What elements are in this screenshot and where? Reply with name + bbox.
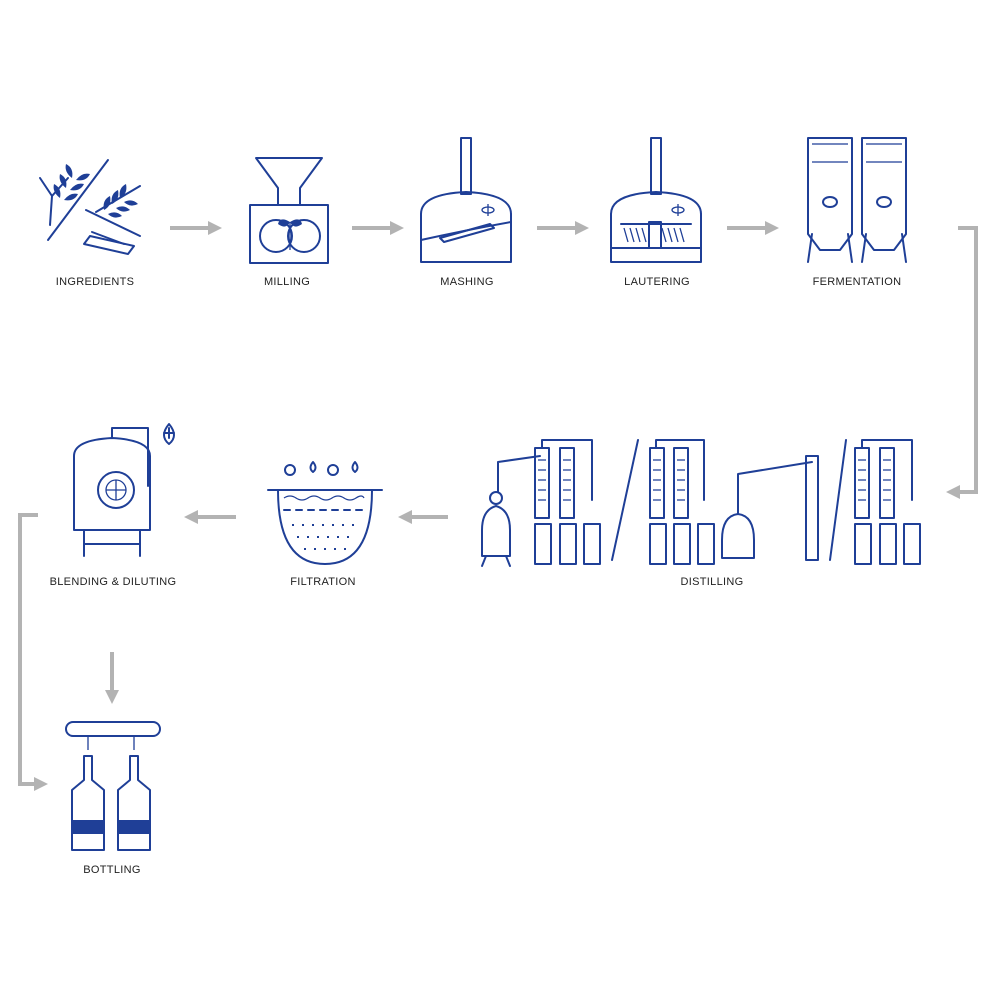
arrow-milling-to-mashing xyxy=(352,221,404,235)
step-label-lautering: LAUTERING xyxy=(624,276,690,288)
step-label-bottling: BOTTLING xyxy=(83,864,141,876)
arrow-blending-side-to-bottling xyxy=(18,513,48,791)
arrow-blending-down-to-bottling xyxy=(105,652,119,704)
bottling-icon xyxy=(65,721,161,851)
mash-tun-icon xyxy=(420,137,512,263)
still-group-1 xyxy=(481,439,601,567)
step-label-milling: MILLING xyxy=(263,276,311,288)
step-label-blending-diluting: BLENDING & DILUTING xyxy=(49,576,177,588)
filtration-basin-icon xyxy=(267,461,383,565)
step-label-distilling: DISTILLING xyxy=(680,576,744,588)
mill-hopper-icon xyxy=(249,157,329,264)
flow-arrows xyxy=(18,221,978,791)
wheat-grain-icon xyxy=(39,159,141,255)
arrow-fermentation-to-distilling xyxy=(946,226,978,499)
arrow-distilling-to-filtration xyxy=(398,510,448,524)
step-label-fermentation: FERMENTATION xyxy=(812,276,902,288)
divider-1 xyxy=(611,439,639,561)
still-group-2 xyxy=(649,439,819,565)
step-label-mashing: MASHING xyxy=(440,276,494,288)
arrow-filtration-to-blending xyxy=(184,510,236,524)
still-group-3 xyxy=(854,439,921,565)
arrow-ingredients-to-milling xyxy=(170,221,222,235)
lauter-tun-icon xyxy=(610,137,702,263)
arrow-lautering-to-fermentation xyxy=(727,221,779,235)
distillation-columns-icon xyxy=(481,439,921,567)
step-label-ingredients: INGREDIENTS xyxy=(55,276,135,288)
step-label-filtration: FILTRATION xyxy=(290,576,356,588)
fermentation-tanks-icon xyxy=(807,137,907,263)
blending-tank-icon xyxy=(73,423,175,557)
divider-2 xyxy=(829,439,847,561)
arrow-mashing-to-lautering xyxy=(537,221,589,235)
